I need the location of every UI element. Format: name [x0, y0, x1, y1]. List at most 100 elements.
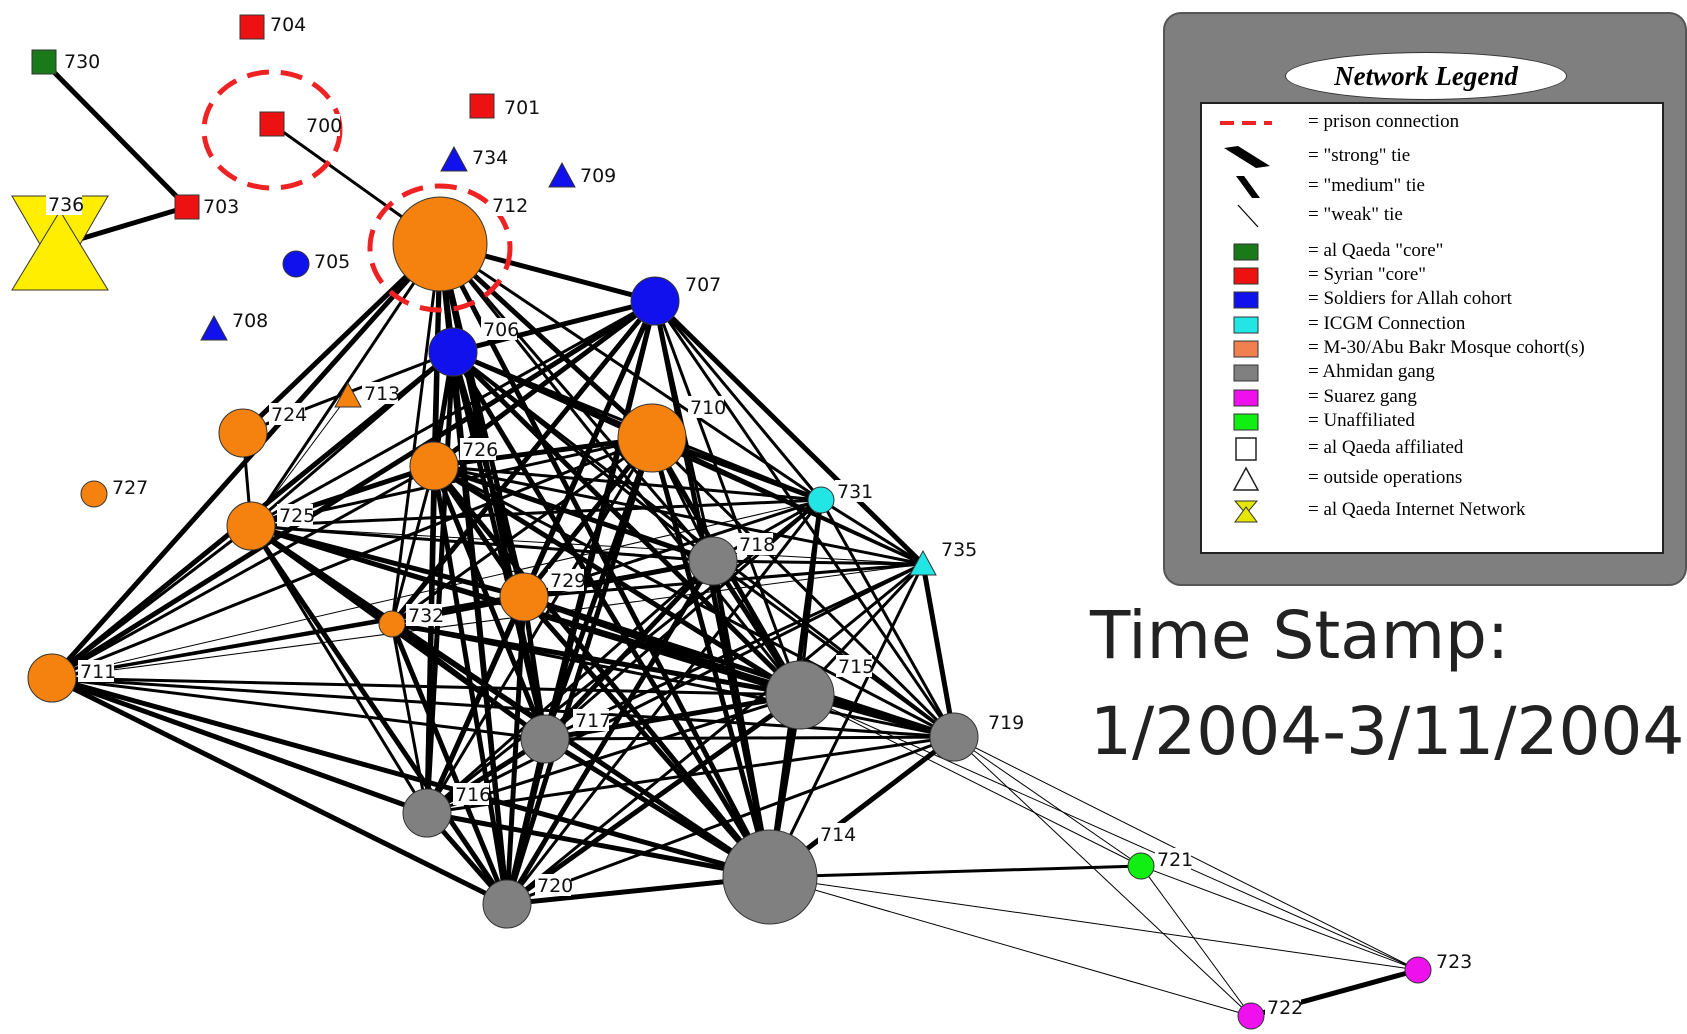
- legend-symbol-triangle-outline: [1232, 466, 1260, 491]
- node-label-bg-703: [201, 195, 237, 217]
- node-label-711: 711: [80, 661, 116, 683]
- legend-title: Network Legend: [1285, 52, 1567, 100]
- node-label-bg-714: [818, 823, 854, 845]
- edge-731-719: [819, 499, 956, 738]
- legend-item: = prison connection: [1202, 110, 1662, 136]
- node-717: [520, 714, 570, 764]
- node-703: [174, 194, 200, 220]
- legend-box: = prison connection= "strong" tie= "medi…: [1200, 102, 1664, 554]
- node-label-700: 700: [306, 115, 342, 137]
- edge-711-715: [51, 676, 801, 697]
- edge-712-725: [249, 243, 442, 527]
- node-label-bg-721: [1155, 848, 1191, 870]
- legend-item: = Unaffiliated: [1202, 409, 1662, 435]
- edge-731-735: [820, 498, 924, 566]
- edge-707-732: [390, 299, 657, 626]
- node-label-bg-726: [460, 438, 496, 460]
- legend-item: = al Qaeda Internet Network: [1202, 498, 1662, 524]
- edge-720-719: [506, 735, 955, 906]
- node-label-718: 718: [739, 534, 775, 556]
- legend-item-label: = ICGM Connection: [1308, 313, 1466, 334]
- legend-item: = Suarez gang: [1202, 385, 1662, 411]
- edge-707-706: [452, 298, 656, 355]
- node-710: [617, 403, 687, 473]
- legend-item: = Soldiers for Allah cohort: [1202, 287, 1662, 313]
- node-label-735: 735: [941, 539, 977, 561]
- node-label-bg-707: [683, 273, 719, 295]
- time-stamp-label: Time Stamp:: [1090, 597, 1510, 674]
- time-stamp: Time Stamp: 1/2004-3/11/2004: [1090, 588, 1684, 780]
- node-701: [469, 93, 495, 119]
- node-label-719: 719: [988, 712, 1024, 734]
- legend-item-label: = M-30/Abu Bakr Mosque cohort(s): [1308, 337, 1585, 358]
- node-705: [282, 250, 310, 278]
- node-label-720: 720: [537, 875, 573, 897]
- node-label-bg-734: [470, 146, 506, 168]
- legend-item-label: = Soldiers for Allah cohort: [1308, 288, 1512, 309]
- edge-714-721: [769, 864, 1142, 879]
- node-731: [807, 486, 835, 514]
- edge-711-735: [51, 563, 924, 679]
- node-label-bg-736: [46, 193, 82, 215]
- edge-735-719: [920, 563, 957, 738]
- node-label-726: 726: [462, 439, 498, 461]
- legend-symbol-prison-connection: [1220, 121, 1272, 125]
- edge-726-716: [424, 465, 437, 814]
- edge-715-720: [505, 692, 802, 907]
- node-label-bg-712: [490, 194, 526, 216]
- edge-726-714: [432, 464, 772, 879]
- node-725: [226, 501, 276, 551]
- edge-732-715: [391, 621, 801, 698]
- node-label-bg-724: [269, 403, 305, 425]
- legend-item-label: = prison connection: [1308, 111, 1460, 132]
- legend-symbol-strong-tie: [1224, 146, 1270, 168]
- node-label-729: 729: [550, 570, 586, 592]
- node-719: [929, 712, 979, 762]
- edge-721-722: [1140, 865, 1252, 1017]
- node-label-bg-713: [362, 382, 398, 404]
- node-label-709: 709: [580, 165, 616, 187]
- node-724: [218, 408, 268, 458]
- edge-710-735: [651, 436, 924, 566]
- node-722: [1237, 1002, 1265, 1030]
- node-label-bg-730: [62, 50, 98, 72]
- edge-725-718: [250, 524, 714, 563]
- node-730: [31, 49, 57, 75]
- node-label-736: 736: [48, 194, 84, 216]
- edge-719-721: [953, 736, 1142, 867]
- edge-729-719: [523, 594, 955, 740]
- edge-711-714: [51, 675, 771, 880]
- edge-706-714: [450, 350, 773, 879]
- edge-731-717: [544, 498, 822, 741]
- edge-726-718: [433, 463, 714, 564]
- node-729: [499, 572, 549, 622]
- node-721: [1127, 852, 1155, 880]
- edge-717-719: [544, 735, 955, 741]
- edge-729-714: [522, 595, 772, 879]
- edge-716-719: [426, 735, 955, 815]
- node-label-bg-723: [1434, 950, 1470, 972]
- node-label-bg-719: [986, 711, 1022, 733]
- node-label-727: 727: [112, 477, 148, 499]
- edge-726-720: [431, 465, 510, 905]
- edge-725-719: [250, 524, 955, 739]
- legend-item-label: = al Qaeda "core": [1308, 240, 1444, 261]
- node-label-723: 723: [1436, 951, 1472, 973]
- node-708: [200, 314, 228, 341]
- edge-706-725: [250, 350, 454, 528]
- edge-710-732: [391, 436, 653, 626]
- edge-714-723: [769, 876, 1419, 971]
- edge-718-714: [710, 560, 773, 878]
- node-layer: [11, 14, 1432, 1030]
- edge-730-703: [42, 60, 189, 209]
- edge-711-717: [51, 676, 546, 741]
- edge-726-731: [433, 464, 822, 502]
- edge-710-716: [425, 437, 654, 814]
- node-label-703: 703: [203, 196, 239, 218]
- edge-732-720: [389, 623, 510, 905]
- node-727: [80, 480, 108, 508]
- node-label-bg-727: [110, 476, 146, 498]
- node-726: [409, 441, 459, 491]
- node-label-bg-720: [535, 874, 571, 896]
- legend-symbol-square: [1233, 243, 1259, 261]
